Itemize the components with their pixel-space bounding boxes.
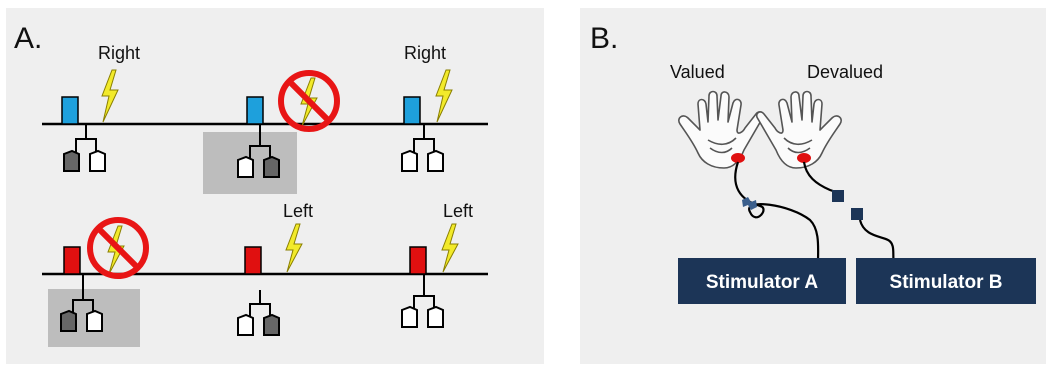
lightning-icon (441, 223, 459, 273)
finger-pair-icon (237, 290, 280, 336)
prohibit-icon (87, 217, 149, 279)
panel-b-diagram: B. Valued Devalued Stimulator A St (590, 22, 1036, 304)
trial-row2-2: Left (237, 201, 313, 336)
electrode-devalued (797, 153, 811, 163)
finger-pair-icon (60, 275, 103, 332)
finger-pair-icon (63, 125, 106, 172)
trial-label-row1-1: Right (98, 43, 140, 63)
trial-row2-1 (60, 217, 149, 332)
stimulator-a (678, 258, 846, 304)
panel-a-label: A. (14, 22, 42, 55)
valued-hand-icon (678, 90, 765, 169)
trial-label-row2-2: Left (283, 201, 313, 221)
finger-pair-icon (237, 125, 280, 178)
lightning-icon (435, 69, 453, 123)
hand-label-valued: Valued (670, 62, 725, 82)
wire-b-connector-1 (832, 190, 844, 202)
wire-b-upper (802, 161, 837, 194)
panel-a: A. Right (6, 8, 544, 364)
trial-label-row2-3: Left (443, 201, 473, 221)
cue-square-blue (246, 96, 264, 125)
trial-label-row1-3: Right (404, 43, 446, 63)
trial-row2-3: Left (401, 201, 473, 328)
wire-b-lower (858, 219, 896, 264)
hand-label-devalued: Devalued (807, 62, 883, 82)
wire-a-connector (742, 197, 757, 210)
lightning-icon (285, 223, 303, 273)
prohibit-icon (278, 70, 340, 132)
trial-row1-2 (237, 70, 340, 178)
panel-a-diagram: A. Right (14, 22, 488, 347)
cue-square-blue (61, 96, 79, 125)
trial-row1-1: Right (61, 43, 140, 172)
devalued-hand-icon (755, 90, 842, 169)
electrode-valued (731, 153, 745, 163)
cue-square-red (63, 246, 81, 275)
stimulator-a-label: Stimulator A (706, 272, 819, 293)
panel-b: B. Valued Devalued Stimulator A St (580, 8, 1046, 364)
lightning-icon (101, 69, 119, 123)
trial-row1-3: Right (401, 43, 453, 172)
panel-b-label: B. (590, 22, 618, 55)
wire-a (734, 161, 820, 264)
cue-square-red (244, 246, 262, 275)
cue-square-red (409, 246, 427, 275)
stimulator-b (856, 258, 1036, 304)
wire-b-connector-2 (851, 208, 863, 220)
finger-pair-icon (401, 275, 444, 328)
stimulator-b-label: Stimulator B (890, 272, 1003, 293)
finger-pair-icon (401, 125, 444, 172)
cue-square-blue (403, 96, 421, 125)
